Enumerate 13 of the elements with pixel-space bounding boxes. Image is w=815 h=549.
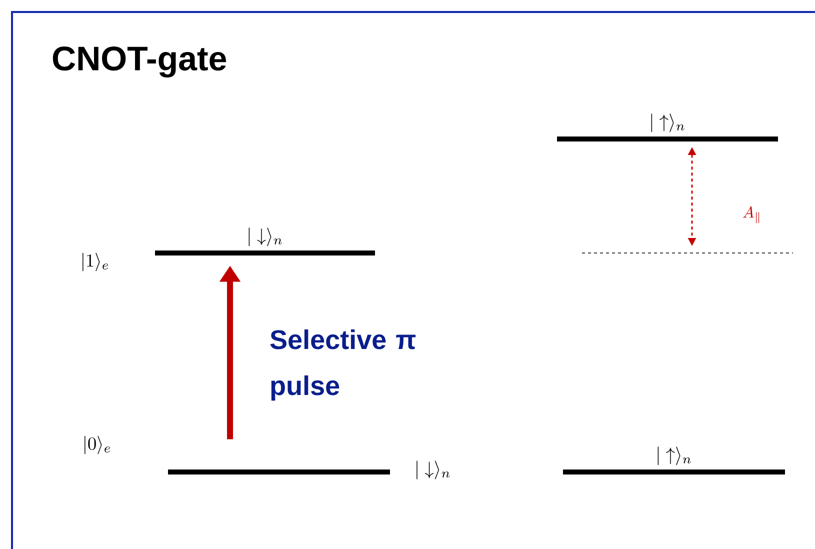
node-label: $|\uparrow\rangle_n$ bbox=[658, 446, 691, 466]
state-label: $|1\rangle_e$ bbox=[82, 252, 108, 272]
energy-level: $|\downarrow\rangle_n$ bbox=[155, 228, 375, 256]
splitting-label: $A_\parallel$ bbox=[742, 206, 760, 224]
state-label: $|0\rangle_e$ bbox=[84, 436, 110, 454]
node-label: $|\downarrow\rangle_n$ bbox=[416, 460, 450, 480]
energy-level: $|\uparrow\rangle_n$ bbox=[563, 446, 785, 474]
edge-label: Selective π pulse bbox=[270, 329, 416, 401]
node-label: $|\downarrow\rangle_n$ bbox=[248, 228, 282, 246]
energy-level: $|\downarrow\rangle_n$ bbox=[168, 460, 450, 480]
energy-level: $|\uparrow\rangle_n$ bbox=[557, 114, 778, 142]
title: CNOT-gate bbox=[52, 46, 226, 78]
node-label: $|\uparrow\rangle_n$ bbox=[651, 114, 684, 132]
